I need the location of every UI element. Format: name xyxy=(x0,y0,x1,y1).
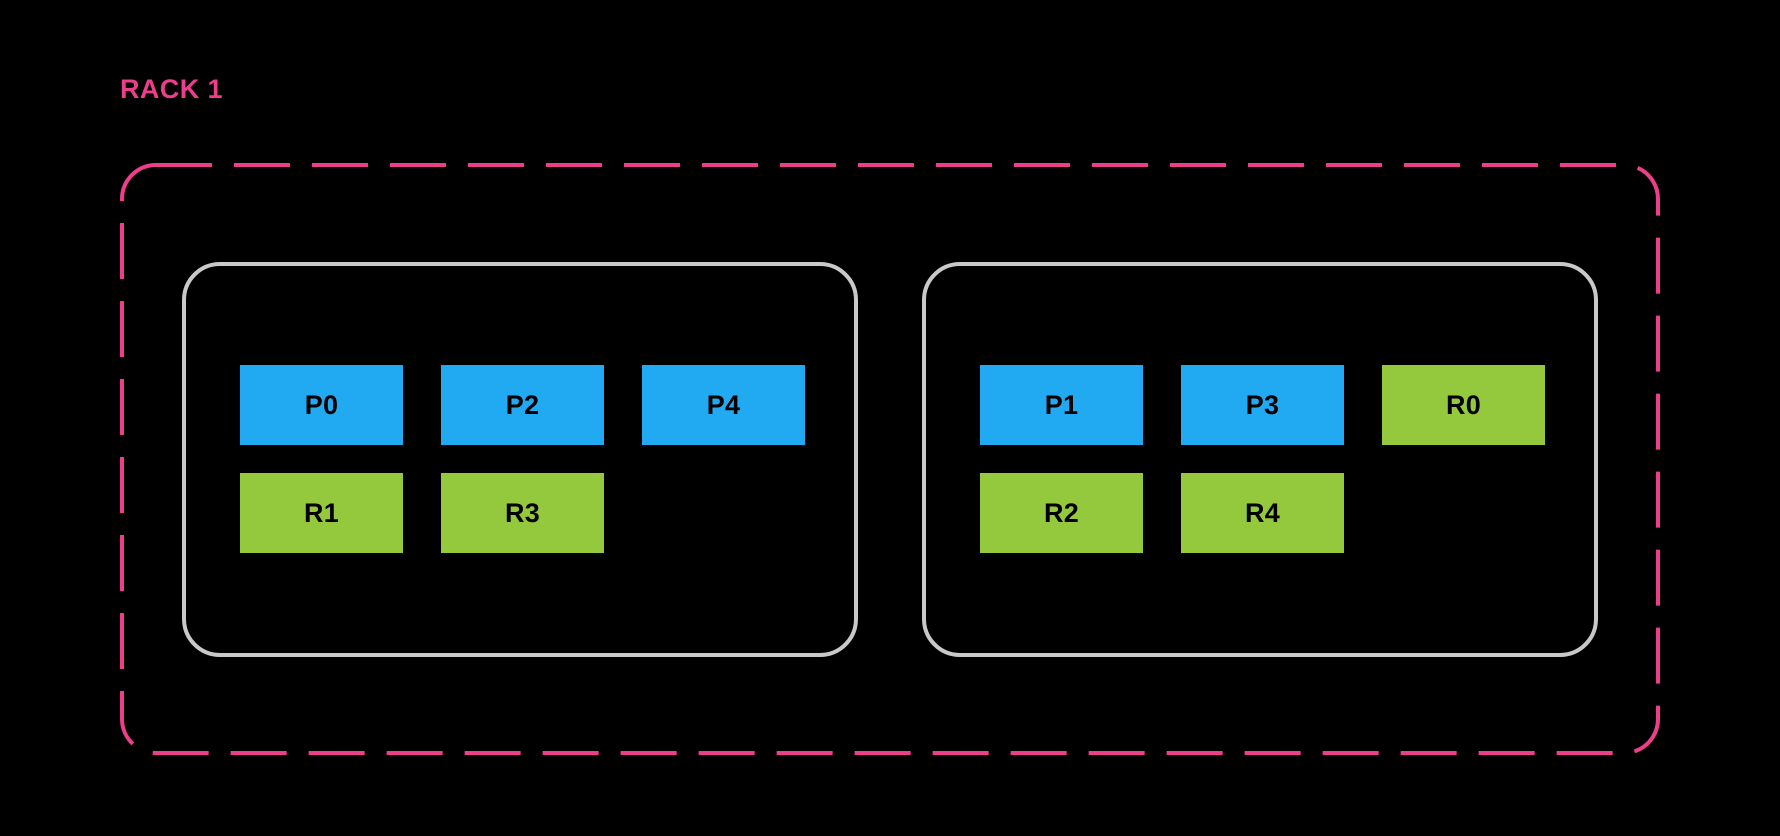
shard-row: R1 R3 xyxy=(240,473,800,553)
shard-row: P0 P2 P4 xyxy=(240,365,805,445)
shard-replica[interactable]: R3 xyxy=(441,473,604,553)
shard-row: P1 P3 R0 xyxy=(980,365,1545,445)
shard-replica[interactable]: R1 xyxy=(240,473,403,553)
shard-replica[interactable]: R4 xyxy=(1181,473,1344,553)
shard-primary[interactable]: P2 xyxy=(441,365,604,445)
shard-primary[interactable]: P4 xyxy=(642,365,805,445)
shard-row: R2 R4 xyxy=(980,473,1540,553)
shard-primary[interactable]: P1 xyxy=(980,365,1143,445)
shard-replica[interactable]: R2 xyxy=(980,473,1143,553)
shard-slot-empty xyxy=(1382,473,1545,553)
shard-slot-empty xyxy=(642,473,805,553)
shard-primary[interactable]: P3 xyxy=(1181,365,1344,445)
shard-replica[interactable]: R0 xyxy=(1382,365,1545,445)
shard-primary[interactable]: P0 xyxy=(240,365,403,445)
rack-title-label: RACK 1 xyxy=(120,74,223,104)
